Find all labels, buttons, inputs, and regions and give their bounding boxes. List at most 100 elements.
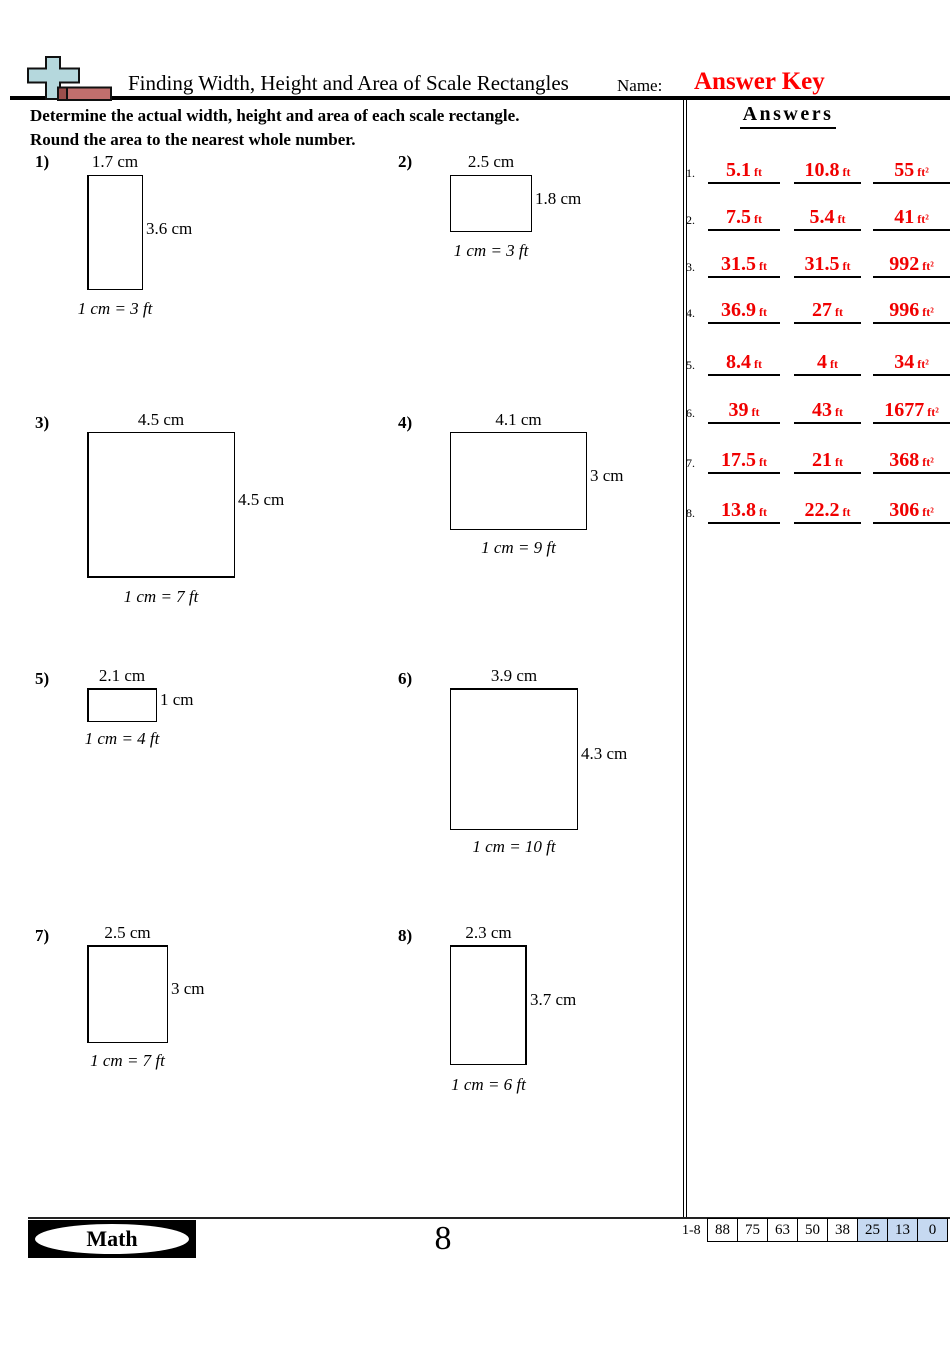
rect-height-label: 4.5 cm bbox=[238, 490, 285, 509]
rect-height-label: 3.6 cm bbox=[146, 219, 193, 238]
answer-number: 7. bbox=[686, 456, 695, 470]
answers-heading: Answers bbox=[686, 103, 890, 129]
problem-number: 3) bbox=[35, 413, 50, 432]
scale-label: 1 cm = 7 ft bbox=[123, 587, 199, 606]
scale-label: 1 cm = 9 ft bbox=[481, 538, 556, 557]
name-value: Answer Key bbox=[694, 68, 825, 95]
score-cell: 25 bbox=[857, 1218, 888, 1242]
column-separator bbox=[683, 100, 687, 1217]
score-strip: 88 75 63 50 38 25 13 0 bbox=[707, 1218, 948, 1242]
rect-width-label: 2.5 cm bbox=[467, 152, 515, 171]
header-divider bbox=[10, 96, 950, 100]
rect-height-label: 4.3 cm bbox=[581, 744, 628, 763]
page-title: Finding Width, Height and Area of Scale … bbox=[128, 71, 569, 95]
scale-label: 1 cm = 7 ft bbox=[90, 1051, 165, 1070]
score-cell: 88 bbox=[707, 1218, 738, 1242]
score-cell: 50 bbox=[797, 1218, 828, 1242]
problem-number: 7) bbox=[35, 926, 50, 945]
problem-number: 2) bbox=[398, 152, 413, 171]
instructions-line-2: Round the area to the nearest whole numb… bbox=[30, 130, 356, 149]
scale-rectangle bbox=[87, 432, 235, 578]
scale-label: 1 cm = 6 ft bbox=[451, 1075, 526, 1094]
brand-label: Math bbox=[35, 1224, 189, 1254]
rect-width-label: 1.7 cm bbox=[91, 152, 139, 171]
name-label: Name: bbox=[617, 76, 663, 95]
score-cell: 75 bbox=[737, 1218, 768, 1242]
score-range-label: 1-8 bbox=[682, 1223, 701, 1238]
scale-rectangle bbox=[87, 175, 143, 290]
scale-label: 1 cm = 4 ft bbox=[84, 729, 160, 748]
scale-rectangle bbox=[87, 945, 168, 1043]
problem-number: 5) bbox=[35, 669, 50, 688]
score-cell: 13 bbox=[887, 1218, 918, 1242]
rect-width-label: 3.9 cm bbox=[490, 666, 538, 685]
problem-number: 4) bbox=[398, 413, 413, 432]
math-brand-badge: Math bbox=[28, 1220, 196, 1258]
scale-rectangle bbox=[450, 432, 587, 530]
scale-label: 1 cm = 10 ft bbox=[472, 837, 556, 856]
scale-rectangle bbox=[450, 945, 527, 1065]
score-cell: 0 bbox=[917, 1218, 948, 1242]
scale-rectangle bbox=[450, 175, 532, 232]
rect-width-label: 4.1 cm bbox=[495, 410, 542, 429]
scale-label: 1 cm = 3 ft bbox=[77, 299, 153, 318]
answer-number: 4. bbox=[686, 306, 695, 320]
rect-height-label: 3 cm bbox=[171, 979, 205, 998]
rect-height-label: 1.8 cm bbox=[535, 189, 582, 208]
problem-number: 6) bbox=[398, 669, 413, 688]
answer-number: 5. bbox=[686, 358, 695, 372]
rect-width-label: 4.5 cm bbox=[137, 410, 185, 429]
problem-number: 8) bbox=[398, 926, 413, 945]
page-number: 8 bbox=[434, 1220, 452, 1257]
instructions-line-1: Determine the actual width, height and a… bbox=[30, 106, 520, 125]
rect-width-label: 2.1 cm bbox=[98, 666, 146, 685]
score-cell: 38 bbox=[827, 1218, 858, 1242]
answer-number: 2. bbox=[686, 213, 695, 227]
rect-height-label: 1 cm bbox=[160, 690, 194, 709]
answer-number: 1. bbox=[686, 166, 695, 180]
scale-rectangle bbox=[87, 688, 157, 722]
answer-number: 6. bbox=[686, 406, 695, 420]
rect-height-label: 3 cm bbox=[590, 466, 624, 485]
rect-height-label: 3.7 cm bbox=[530, 990, 577, 1009]
scale-rectangle bbox=[450, 688, 578, 830]
answer-number: 3. bbox=[686, 260, 695, 274]
rect-width-label: 2.3 cm bbox=[465, 923, 512, 942]
problem-number: 1) bbox=[35, 152, 50, 171]
plus-minus-icon bbox=[27, 56, 112, 101]
footer-divider bbox=[28, 1217, 950, 1219]
rect-width-label: 2.5 cm bbox=[104, 923, 151, 942]
scale-label: 1 cm = 3 ft bbox=[453, 241, 529, 260]
answer-number: 8. bbox=[686, 506, 695, 520]
